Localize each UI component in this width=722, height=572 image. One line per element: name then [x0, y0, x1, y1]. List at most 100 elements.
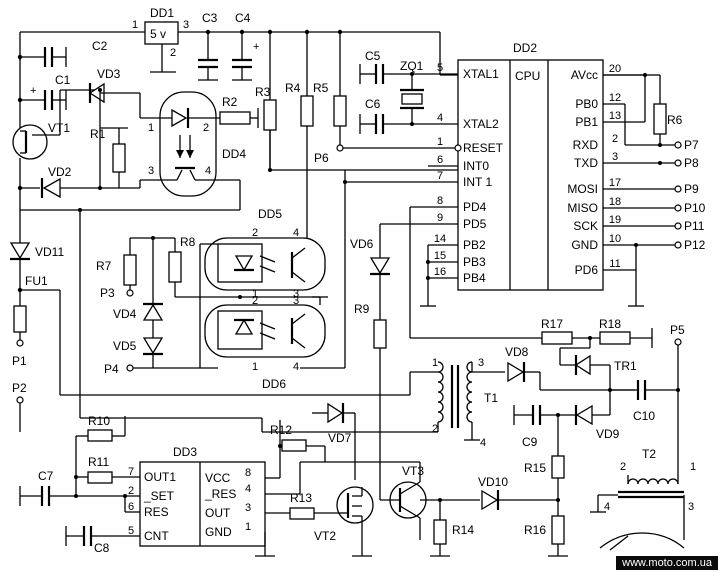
dd2-pin-number: 9 — [437, 212, 443, 224]
website-footer: www.moto.com.ua — [616, 556, 718, 570]
port-p7-label: P7 — [684, 138, 699, 152]
zq1-crystal: ZQ1 — [400, 59, 424, 124]
vd3-diode: VD3 — [88, 67, 141, 118]
vt1-transistor: VT1 — [12, 89, 100, 188]
dd2-pin-number: 19 — [609, 214, 621, 226]
svg-text:2: 2 — [620, 461, 626, 473]
dd2-pin-label: RXD — [573, 138, 599, 152]
r4-resistor: R4 — [285, 81, 314, 127]
vd5-zener: VD5 — [113, 320, 164, 368]
svg-text:3: 3 — [293, 288, 299, 300]
svg-text:C8: C8 — [94, 541, 110, 555]
t1-transformer: 1 2 3 4 T1 — [432, 357, 498, 449]
svg-text:1: 1 — [252, 361, 258, 373]
dd2-pin-label: MOSI — [567, 182, 598, 196]
svg-text:1: 1 — [132, 19, 138, 31]
dd2-pin-number: 20 — [609, 63, 621, 75]
svg-text:DD5: DD5 — [258, 207, 282, 221]
port-p9-label: P9 — [684, 182, 699, 196]
dd3-pin-label: OUT — [205, 506, 231, 520]
c10-capacitor: C10 — [610, 380, 678, 423]
svg-text:R8: R8 — [180, 235, 196, 249]
svg-text:C3: C3 — [202, 11, 218, 25]
svg-text:DD3: DD3 — [173, 445, 197, 459]
svg-text:VT3: VT3 — [402, 464, 424, 478]
dd2-pin-label: AVcc — [571, 68, 598, 82]
r17-resistor: R17 — [541, 317, 573, 345]
vd6-diode: VD6 — [350, 237, 391, 320]
svg-text:VT1: VT1 — [48, 121, 70, 135]
c4-capacitor: C4 + — [232, 11, 259, 81]
svg-text:R13: R13 — [290, 491, 312, 505]
c9-capacitor: C9 — [513, 405, 576, 449]
svg-text:1: 1 — [432, 357, 438, 369]
dd3-pin-label: OUT1 — [144, 470, 176, 484]
svg-text:R4: R4 — [285, 81, 301, 95]
svg-text:4: 4 — [205, 165, 211, 177]
dd2-pin-label: PD4 — [463, 200, 487, 214]
svg-text:VD6: VD6 — [350, 237, 374, 251]
svg-text:VD7: VD7 — [328, 431, 352, 445]
svg-text:R7: R7 — [96, 259, 112, 273]
vd11-diode: VD11 — [9, 242, 64, 290]
p6-label: P6 — [314, 151, 329, 165]
svg-text:VD9: VD9 — [596, 427, 620, 441]
svg-text:R15: R15 — [524, 461, 546, 475]
dd2-pin-number: 15 — [434, 250, 446, 262]
c8-capacitor: C8 — [65, 526, 140, 555]
port-p7-terminal — [674, 141, 682, 149]
svg-text:2: 2 — [170, 47, 176, 59]
c6-capacitor: C6 — [359, 97, 458, 134]
dd2-pin-label: RESET — [463, 141, 504, 155]
svg-text:VD3: VD3 — [97, 67, 121, 81]
vt2-transistor: VT2 — [314, 486, 374, 557]
svg-text:4: 4 — [293, 361, 299, 373]
svg-text:3: 3 — [148, 165, 154, 177]
dd2-pin-label: XTAL1 — [463, 67, 499, 81]
r7-resistor: R7 P3 — [96, 238, 137, 300]
vd9-diode: VD9 — [574, 390, 620, 441]
t2-transformer: 2 1 4 3 T2 — [590, 447, 696, 551]
svg-text:R1: R1 — [90, 127, 106, 141]
dd2-pin-number: 13 — [609, 110, 621, 122]
svg-text:1: 1 — [690, 461, 696, 473]
svg-text:2: 2 — [432, 423, 438, 435]
svg-text:2: 2 — [252, 227, 258, 239]
dd3-pin-number: 6 — [128, 501, 134, 513]
dd2-pin-number: 17 — [609, 177, 621, 189]
svg-text:C7: C7 — [38, 469, 54, 483]
svg-text:4: 4 — [604, 501, 610, 513]
port-p12-terminal — [674, 241, 682, 249]
svg-text:3: 3 — [183, 19, 189, 31]
svg-text:R2: R2 — [222, 95, 238, 109]
dd2-pin-label: SCK — [573, 219, 598, 233]
r16-resistor: R16 — [524, 515, 568, 557]
dd6-optocoupler: 2 1 3 4 DD6 — [204, 295, 326, 391]
svg-text:C9: C9 — [522, 435, 538, 449]
r12-resistor: R12 — [270, 423, 326, 462]
svg-text:R17: R17 — [541, 317, 563, 331]
svg-text:CPU: CPU — [515, 69, 540, 83]
fu1-label: FU1 — [25, 274, 48, 288]
dd2-microcontroller: DD2 CPU — [457, 41, 604, 291]
svg-text:R14: R14 — [452, 523, 474, 537]
p5-label: P5 — [670, 323, 685, 337]
dd3-pin-number: 4 — [245, 483, 251, 495]
r13-resistor: R13 — [289, 491, 340, 520]
r1-resistor: R1 — [90, 90, 128, 188]
dd2-pin-number: 1 — [437, 136, 443, 148]
dd3-pin-label: CNT — [144, 529, 169, 543]
dd3-pin-number: 3 — [245, 502, 251, 514]
r14-resistor: R14 — [430, 519, 474, 557]
r6-resistor: R6 — [653, 103, 683, 135]
dd2-pin-label: GND — [571, 238, 598, 252]
svg-text:1: 1 — [252, 288, 258, 300]
svg-text:R18: R18 — [599, 317, 621, 331]
port-p8-terminal — [674, 159, 682, 167]
svg-text:+: + — [253, 41, 259, 53]
dd2-pin-label: PB1 — [575, 115, 598, 129]
dd3-pin-label: VCC — [205, 471, 231, 485]
